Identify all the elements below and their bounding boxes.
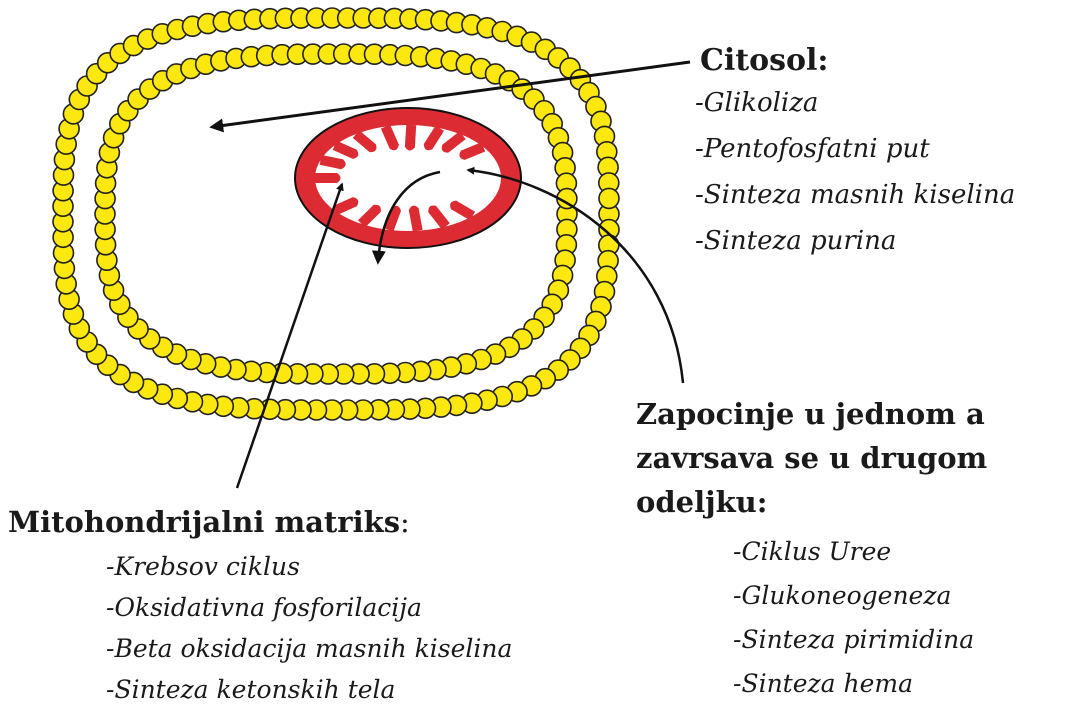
matrix-label-block: Mitohondrijalni matriks: -Krebsov ciklus… xyxy=(8,500,512,710)
cytosol-title: Citosol: xyxy=(700,42,1015,80)
crista xyxy=(405,125,416,151)
both-compartments-item: -Ciklus Uree xyxy=(733,530,987,574)
both-compartments-title-line-1: Zapocinje u jednom a xyxy=(636,392,987,436)
both-compartments-label-block: Zapocinje u jednom a zavrsava se u drugo… xyxy=(636,392,987,706)
matrix-pointer-arrow xyxy=(237,184,342,488)
matrix-item: -Beta oksidacija masnih kiselina xyxy=(106,628,512,669)
mitochondrion xyxy=(295,108,521,248)
both-compartments-item: -Sinteza hema xyxy=(733,662,987,706)
cytosol-label-block: Citosol: -Glikoliza -Pentofosfatni put -… xyxy=(700,42,1015,264)
cytosol-item: -Pentofosfatni put xyxy=(695,126,1015,172)
both-compartments-item: -Glukoneogeneza xyxy=(733,574,987,618)
both-compartments-title-line-2: zavrsava se u drugom xyxy=(636,436,987,480)
cytosol-item: -Sinteza masnih kiselina xyxy=(695,172,1015,218)
matrix-item: -Krebsov ciklus xyxy=(106,546,512,587)
cytosol-item: -Sinteza purina xyxy=(695,218,1015,264)
crista xyxy=(315,173,341,183)
cytosol-item: -Glikoliza xyxy=(695,80,1015,126)
membrane-bead xyxy=(599,188,619,208)
matrix-title: Mitohondrijalni matriks: xyxy=(8,500,512,544)
matrix-title-colon: : xyxy=(400,505,410,539)
both-compartments-item: -Sinteza pirimidina xyxy=(733,618,987,662)
matrix-title-text: Mitohondrijalni matriks xyxy=(8,505,400,539)
matrix-item: -Oksidativna fosforilacija xyxy=(106,587,512,628)
both-compartments-title-line-3: odeljku: xyxy=(636,480,987,524)
matrix-item: -Sinteza ketonskih tela xyxy=(106,669,512,710)
